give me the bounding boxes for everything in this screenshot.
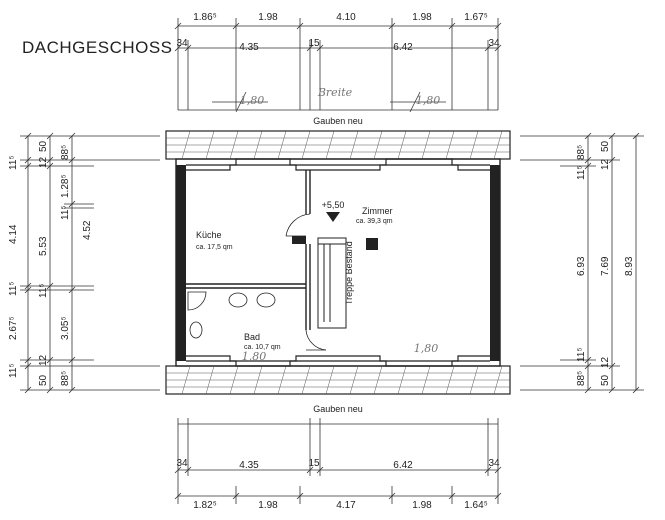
label-room-area: ca. 39,3 qm [356,218,393,225]
label-dormer-top: Gauben neu [313,116,363,126]
dim-top-inner-5: 34 [488,38,500,49]
dim-bottom-outer-1: 1.82⁵ [193,500,217,511]
dim-right-outer-1: 8.93 [624,256,635,276]
gable-wall-left [176,165,186,361]
bath-fixtures [187,291,276,339]
dim-left-outer-2: 4.14 [8,224,19,244]
dim-bottom-outer-2: 1.98 [258,500,278,511]
dim-left-inner-2: 1.28⁵ [60,174,71,198]
dim-bottom-inner-1: 34 [176,458,188,469]
dim-bottom-outer-3: 4.17 [336,500,356,511]
dim-left-outer-4: 2.67⁵ [8,316,19,340]
label-stair: Treppe Bestand [344,241,354,305]
outer-wall [175,158,501,367]
dim-left-mid-4: 5.53 [38,236,49,256]
dim-right-mid-2: 12 [600,158,611,170]
dim-top-outer-3: 4.10 [336,12,356,23]
shower-tray [187,291,207,311]
dim-right-inner-1: 88⁵ [576,145,587,160]
sink-2 [256,292,276,308]
interior-walls [186,170,311,330]
door-kitchen-swing [285,213,311,237]
dim-left-mid-3: 11⁵ [38,283,49,298]
label-dormer-bottom: Gauben neu [313,404,363,414]
dormers-top [186,158,490,171]
dim-right-inner-4: 11⁵ [576,347,587,362]
dim-right-mid-1: 50 [600,140,611,152]
dim-left-inner-1: 88⁵ [60,145,71,160]
plan-title: DACHGESCHOSS [22,38,173,57]
dim-bottom-outer-5: 1.64⁵ [464,500,488,511]
dim-bottom-inner-5: 34 [488,458,500,469]
sink-1 [228,292,248,308]
dim-bottom-inner-3: 15 [308,458,320,469]
doors [285,213,327,351]
label-level: +5,50 [322,200,345,210]
dim-right-mid-4: 12 [600,356,611,368]
toilet [189,321,203,339]
dim-bottom-inner-2: 4.35 [239,460,259,471]
dim-right-mid-5: 50 [600,374,611,386]
dim-right-mid-3: 7.69 [600,256,611,276]
dim-top-outer-5: 1.67⁵ [464,12,488,23]
dim-left-outer-3: 11⁵ [8,281,19,296]
bottom-dimension-chain [174,418,502,504]
dim-right-inner-2: 11⁵ [576,165,587,180]
dim-left-outer-5: 11⁵ [8,363,19,378]
hand-note-breite: Breite [317,86,353,99]
hand-note-180-d: 1,80 [414,342,439,355]
stair [317,237,347,329]
dim-left-inner-3: 4.52 [82,220,93,240]
dim-left-mid-2: 12 [38,156,49,168]
dim-top-inner-4: 6.42 [393,42,413,53]
chimney [366,238,378,250]
dim-left-mid-6: 50 [38,374,49,386]
label-kitchen-area: ca. 17,5 qm [196,244,233,251]
dim-top-inner-1: 34 [176,38,188,49]
dim-left-mid-1: 50 [38,140,49,152]
label-kitchen: Küche [196,230,222,240]
dim-left-mid-5: 12 [38,354,49,366]
dim-top-inner-2: 4.35 [239,42,259,53]
level-marker [326,212,340,222]
dim-left-inner-4: 11⁵ [60,205,71,220]
door-bath-swing [305,329,327,351]
label-bath-area: ca. 10,7 qm [244,344,281,351]
dim-top-outer-4: 1.98 [412,12,432,23]
dim-right-inner-5: 88⁵ [576,371,587,386]
roof-hatching [166,130,510,395]
dim-bottom-inner-4: 6.42 [393,460,413,471]
hand-note-180-a: 1,80 [240,94,265,107]
dim-left-inner-5: 3.05⁵ [60,316,71,340]
dim-top-outer-2: 1.98 [258,12,278,23]
dim-right-inner-3: 6.93 [576,256,587,276]
left-dimension-chains [20,132,160,394]
dim-left-inner-6: 88⁵ [60,371,71,386]
dim-left-outer-1: 11⁵ [8,155,19,170]
dormers-bottom [186,355,490,367]
wall-pier-left [292,236,306,244]
hand-note-180-b: 1,80 [416,94,441,107]
label-bath: Bad [244,332,260,342]
hand-note-180-c: 1,80 [242,350,267,363]
right-dimension-chains [520,132,644,394]
label-room: Zimmer [362,206,393,216]
dim-bottom-outer-4: 1.98 [412,500,432,511]
dim-top-inner-3: 15 [308,38,320,49]
top-dimension-chain [174,18,502,113]
dim-top-outer-1: 1.86⁵ [193,12,217,23]
gable-wall-right [490,165,500,361]
